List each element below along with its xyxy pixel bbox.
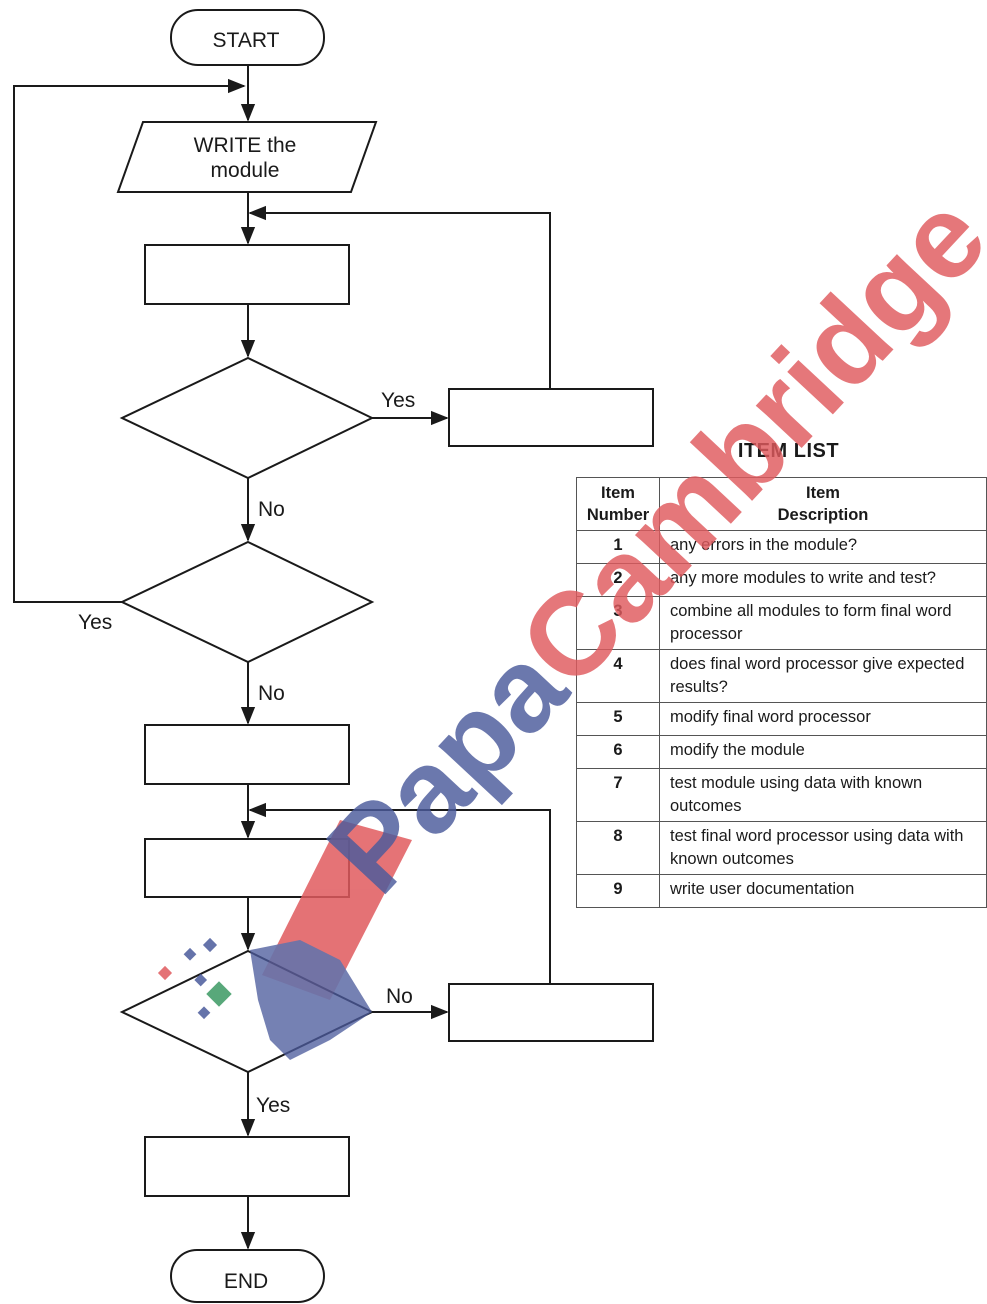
process-box-3: [144, 838, 350, 898]
end-label: END: [224, 1270, 268, 1293]
item-number: 3: [576, 596, 660, 650]
item-number: 8: [576, 821, 660, 875]
item-description: write user documentation: [659, 874, 987, 908]
item-list: ITEM LIST Item Number Item Description 1…: [576, 440, 987, 908]
process-box-4: [144, 1136, 350, 1197]
decision1-yes-label: Yes: [381, 389, 415, 412]
decision1-no-label: No: [258, 498, 285, 521]
process-box-1: [144, 244, 350, 305]
item-description: any errors in the module?: [659, 530, 987, 564]
item-description: test final word processor using data wit…: [659, 821, 987, 875]
decision2-no-label: No: [258, 682, 285, 705]
header-item-number: Item Number: [576, 477, 660, 531]
arrow-decision2-yes-loop: [13, 78, 246, 603]
header-number-line1: Item: [601, 484, 635, 502]
process-box-side-2: [448, 983, 654, 1042]
item-description: does final word processor give expected …: [659, 649, 987, 703]
decision3-yes-label: Yes: [256, 1094, 290, 1117]
item-number: 1: [576, 530, 660, 564]
item-number: 9: [576, 874, 660, 908]
header-item-description: Item Description: [659, 477, 987, 531]
item-number: 6: [576, 735, 660, 769]
item-number: 7: [576, 768, 660, 822]
decision-3: [119, 949, 375, 1074]
decision3-no-label: No: [386, 985, 413, 1008]
item-description: modify the module: [659, 735, 987, 769]
item-description: test module using data with known outcom…: [659, 768, 987, 822]
item-description: combine all modules to form final word p…: [659, 596, 987, 650]
item-description: modify final word processor: [659, 702, 987, 736]
item-number: 2: [576, 563, 660, 597]
write-module-io: [116, 121, 378, 193]
item-description: any more modules to write and test?: [659, 563, 987, 597]
process-box-2: [144, 724, 350, 785]
decision2-yes-label: Yes: [78, 611, 112, 634]
arrow-side1-loop: [248, 205, 551, 389]
end-terminator: [170, 1249, 325, 1303]
write-module-label-line2: module: [211, 159, 280, 182]
start-label: START: [213, 29, 280, 52]
decision-1: [119, 356, 375, 480]
write-module-label-line1: WRITE the: [194, 134, 297, 157]
item-number: 4: [576, 649, 660, 703]
decision-2: [119, 540, 375, 664]
item-list-title: ITEM LIST: [737, 440, 840, 462]
header-description-line1: Item: [806, 484, 840, 502]
header-number-line2: Number: [586, 506, 650, 524]
item-number: 5: [576, 702, 660, 736]
item-table-header-row: Item Number Item Description: [576, 477, 987, 531]
header-description-line2: Description: [777, 506, 869, 524]
arrow-side2-loop: [248, 802, 551, 984]
process-box-side-1: [448, 388, 654, 447]
